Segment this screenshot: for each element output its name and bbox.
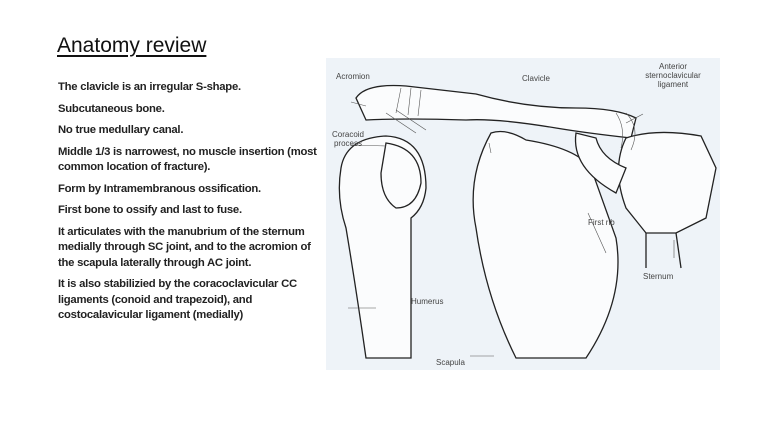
bullet-item: Subcutaneous bone. [58,102,165,115]
humeral-head [380,142,422,209]
bullet-list: The clavicle is an irregular S-shape. Su… [58,80,322,330]
bullet-item: It is also stabilizied by the coracoclav… [58,278,297,321]
clavicle-shape [355,84,637,139]
label-first-rib: First rib [588,218,615,227]
label-scapula: Scapula [436,358,465,367]
label-humerus: Humerus [411,297,444,306]
label-clavicle: Clavicle [522,74,551,83]
label-anterior-sternoclavicular-ligament: Anterior sternoclavicular ligament [645,62,701,89]
bullet-item: The clavicle is an irregular S-shape. [58,81,241,93]
first-rib-shape [574,132,627,194]
shoulder-anatomy-illustration: Acromion Clavicle Anterior sternoclavicu… [326,58,720,370]
scapula-shape [472,130,619,359]
bullet-item: Middle 1/3 is narrowest, no muscle inser… [58,145,317,174]
sternum-shape [617,131,717,234]
bullet-item: Form by Intramembranous ossification. [58,182,261,195]
shoulder-drawing [338,84,717,359]
bullet-item: It articulates with the manubrium of the… [58,225,311,269]
label-coracoid-process: Coracoid process [331,130,364,148]
bullet-item: First bone to ossify and last to fuse. [58,204,242,216]
bullet-item: No true medullary canal. [58,124,184,136]
slide-title: Anatomy review [57,34,207,57]
label-acromion: Acromion [336,72,370,81]
sternum-body [645,232,682,269]
label-sternum: Sternum [643,272,674,281]
